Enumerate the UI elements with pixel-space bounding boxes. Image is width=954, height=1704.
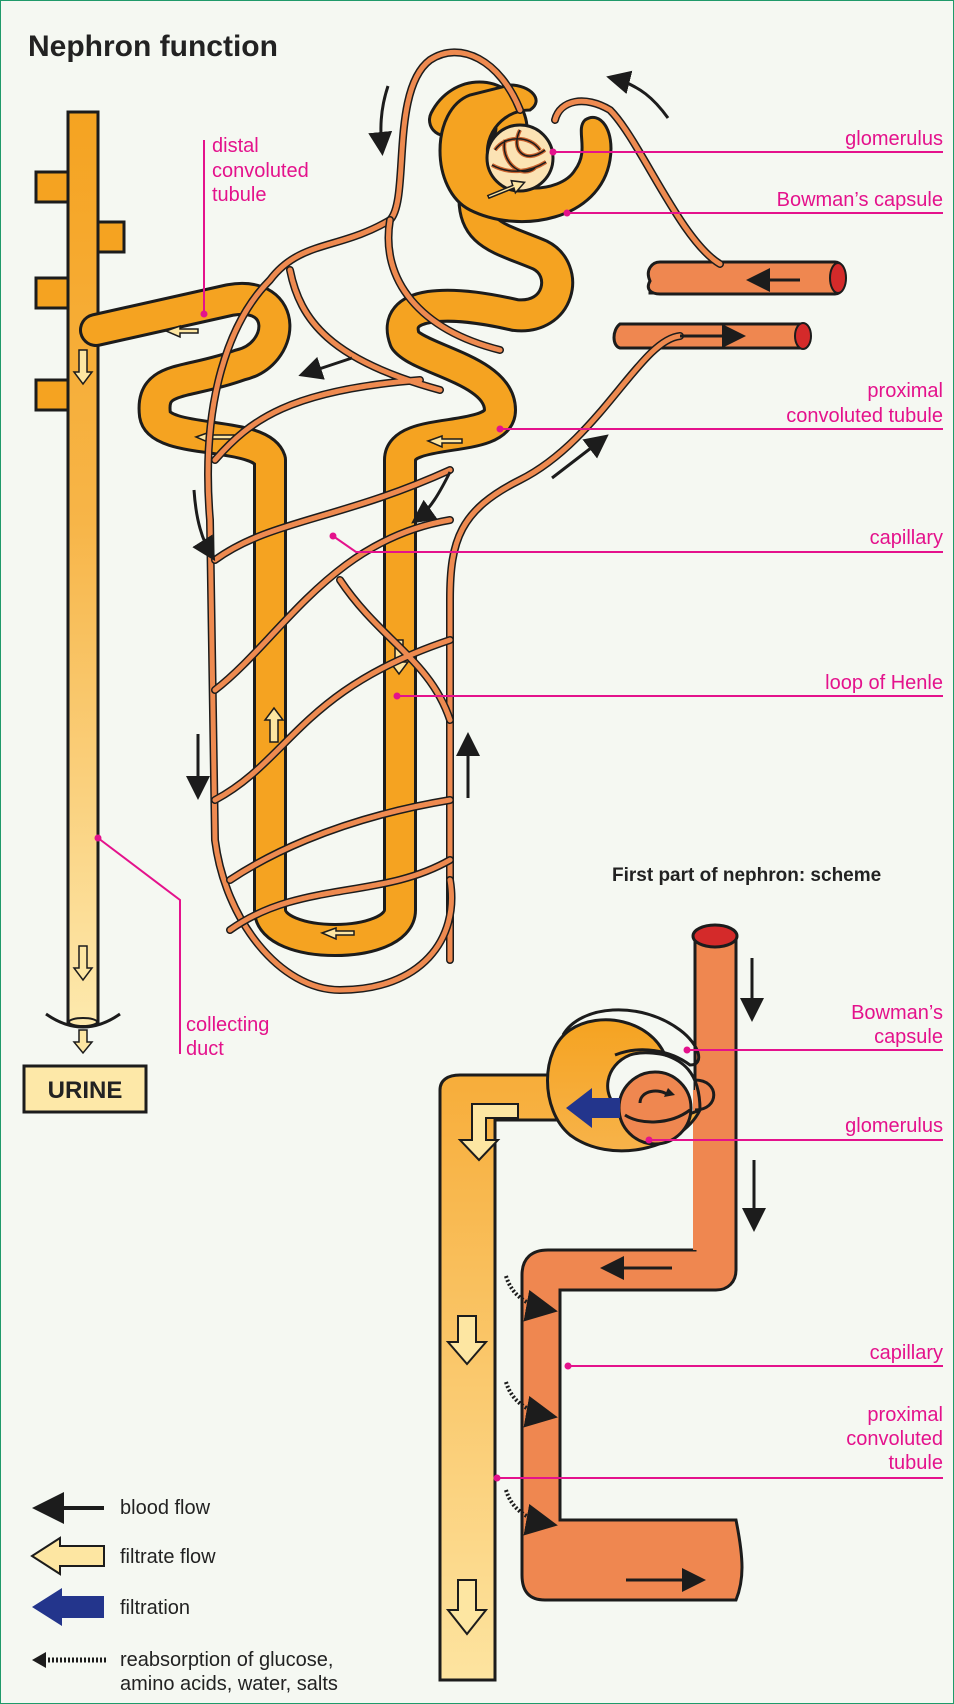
urine-label: URINE: [48, 1077, 123, 1104]
label-collecting-2: duct: [186, 1038, 224, 1060]
legend: blood flow filtrate flow filtration reab…: [32, 1497, 338, 1695]
label-collecting-1: collecting: [186, 1014, 269, 1036]
scheme-label-proximal-3: tubule: [889, 1452, 944, 1474]
scheme-diagram: [440, 925, 754, 1680]
page-title: Nephron function: [28, 30, 278, 63]
scheme-title: First part of nephron: scheme: [612, 865, 881, 886]
scheme-label-glomerulus: glomerulus: [845, 1115, 943, 1137]
scheme-label-bowmans-2: capsule: [874, 1026, 943, 1048]
collecting-duct: [36, 112, 124, 1053]
label-distal-1: distal: [212, 135, 259, 157]
legend-reabsorption-label-1: reabsorption of glucose,: [120, 1649, 333, 1671]
legend-reabsorption: reabsorption of glucose, amino acids, wa…: [32, 1649, 338, 1695]
renal-tubule: [96, 85, 611, 940]
legend-blood-flow: blood flow: [40, 1497, 211, 1519]
legend-filtration-label: filtration: [120, 1597, 190, 1619]
scheme-label-proximal-1: proximal: [867, 1404, 943, 1426]
legend-blood-flow-label: blood flow: [120, 1497, 211, 1519]
label-distal-3: tubule: [212, 184, 267, 206]
label-capillary: capillary: [870, 527, 943, 549]
legend-filtrate-flow-label: filtrate flow: [120, 1546, 216, 1568]
scheme-label-proximal-2: convoluted: [846, 1428, 943, 1450]
legend-reabsorption-label-2: amino acids, water, salts: [120, 1673, 338, 1695]
legend-filtrate-flow: filtrate flow: [32, 1538, 216, 1574]
scheme-label-capillary: capillary: [870, 1342, 943, 1364]
label-proximal-1: proximal: [867, 380, 943, 402]
legend-filtration: filtration: [32, 1588, 190, 1626]
label-bowmans-capsule: Bowman’s capsule: [777, 189, 943, 211]
scheme-label-bowmans-1: Bowman’s: [851, 1002, 943, 1024]
label-distal-2: convoluted: [212, 160, 309, 182]
label-proximal-2: convoluted tubule: [786, 405, 943, 427]
label-glomerulus: glomerulus: [845, 128, 943, 150]
label-loop-of-henle: loop of Henle: [825, 672, 943, 694]
